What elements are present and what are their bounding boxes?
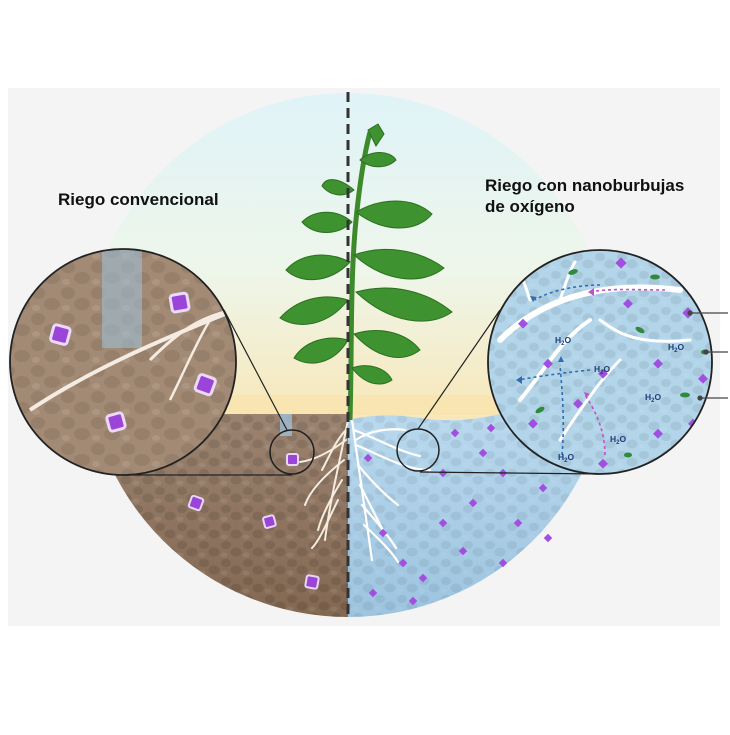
magnifier-circle-icon [269,429,315,475]
h2o-label: H2O [645,392,661,404]
zoom-circle-nanobubbles: H2O H2O H2O H2O H2O H2O [487,249,713,475]
oxygen-flow-arrow [589,288,666,293]
label-conventional-irrigation: Riego convencional [58,190,219,209]
plant-icon [279,123,453,421]
zoom-connector-left [123,309,292,476]
water-droplet-icon [102,249,142,348]
h2o-label: H2O [555,335,571,347]
zoom-circle-conventional [9,248,237,476]
label-nanobubble-line1: Riego con nanoburbujas [485,176,685,195]
zoom-connector-right [417,309,601,475]
label-nanobubble-irrigation: Riego con nanoburbujas de oxígeno [485,175,684,217]
water-flow-arrow [534,284,601,301]
root-icon [299,418,432,564]
water-flow-arrow [517,369,591,381]
h2o-label: H2O [610,434,626,446]
callout-lines [687,310,728,401]
oxygen-flow-arrow [584,394,606,456]
water-flow-arrow [559,364,565,456]
nutrient-particles-dry [187,453,320,590]
oxygen-microbe-icons [535,269,709,458]
h2o-label: H2O [558,452,574,464]
h2o-label: H2O [668,342,684,354]
h2o-label: H2O [594,364,610,376]
nutrient-particle-icon [49,291,217,433]
label-nanobubble-line2: de oxígeno [485,197,575,216]
